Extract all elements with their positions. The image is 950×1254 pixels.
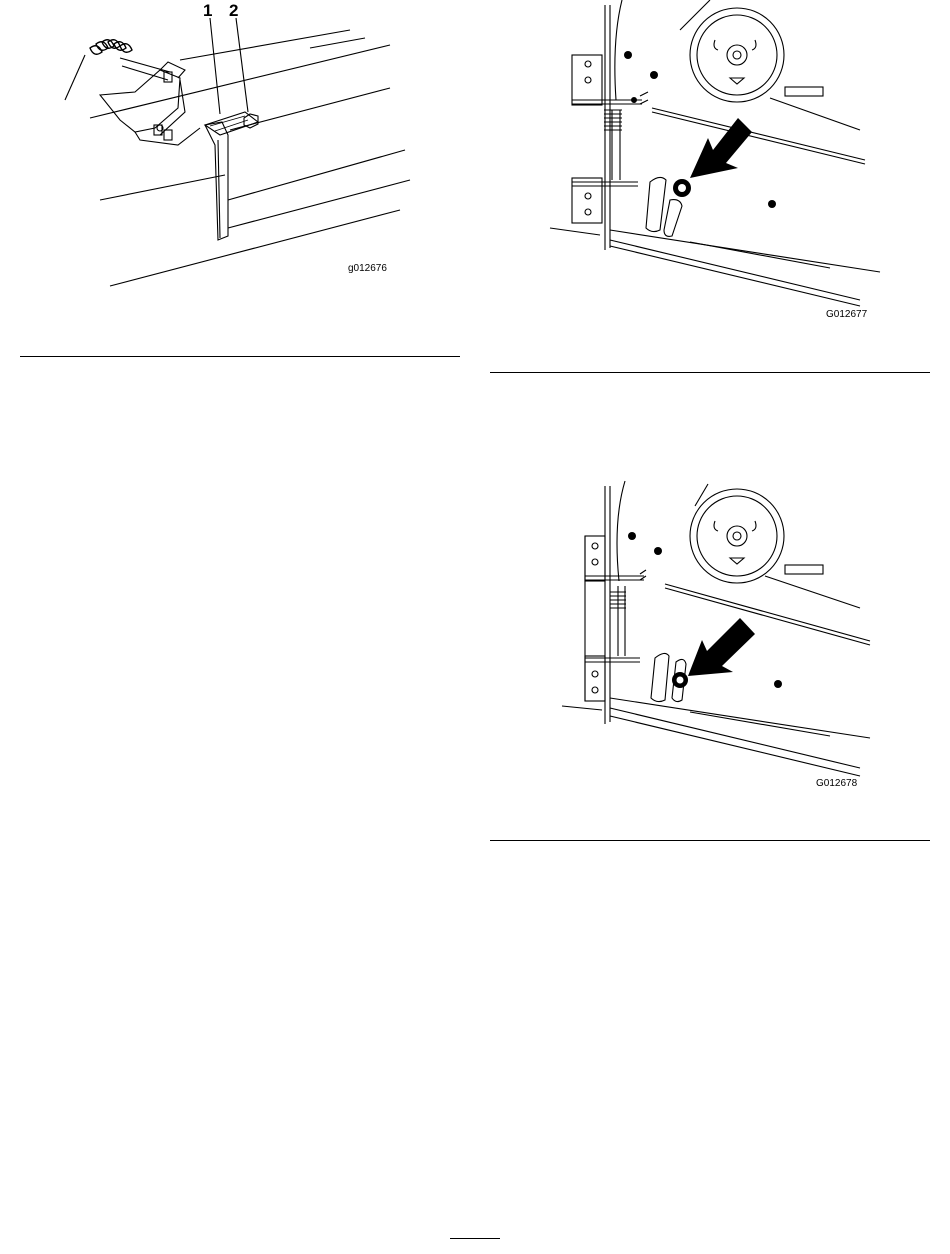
figure-2-bottom-rule (490, 372, 930, 373)
figure-1-drawing: 1 2 (60, 0, 460, 300)
figure-3-code: G012678 (816, 778, 857, 789)
figure-3-bottom-rule (490, 840, 930, 841)
callout-1: 1 (203, 1, 212, 20)
figure-2-code: G012677 (826, 309, 867, 320)
bolt-pointer-arrow-icon (688, 618, 755, 676)
figure-3: G012678 (540, 476, 900, 796)
figure-1: 1 2 g012676 (60, 0, 460, 300)
figure-1-bottom-rule (20, 356, 460, 357)
bolt-pointer-arrow-icon (690, 118, 752, 178)
figure-2: G012677 (540, 0, 900, 330)
figure-1-code: g012676 (348, 263, 387, 274)
figure-3-drawing (540, 476, 900, 796)
callout-2: 2 (229, 1, 238, 20)
figure-2-drawing (540, 0, 900, 330)
page-number-rule (450, 1238, 500, 1239)
